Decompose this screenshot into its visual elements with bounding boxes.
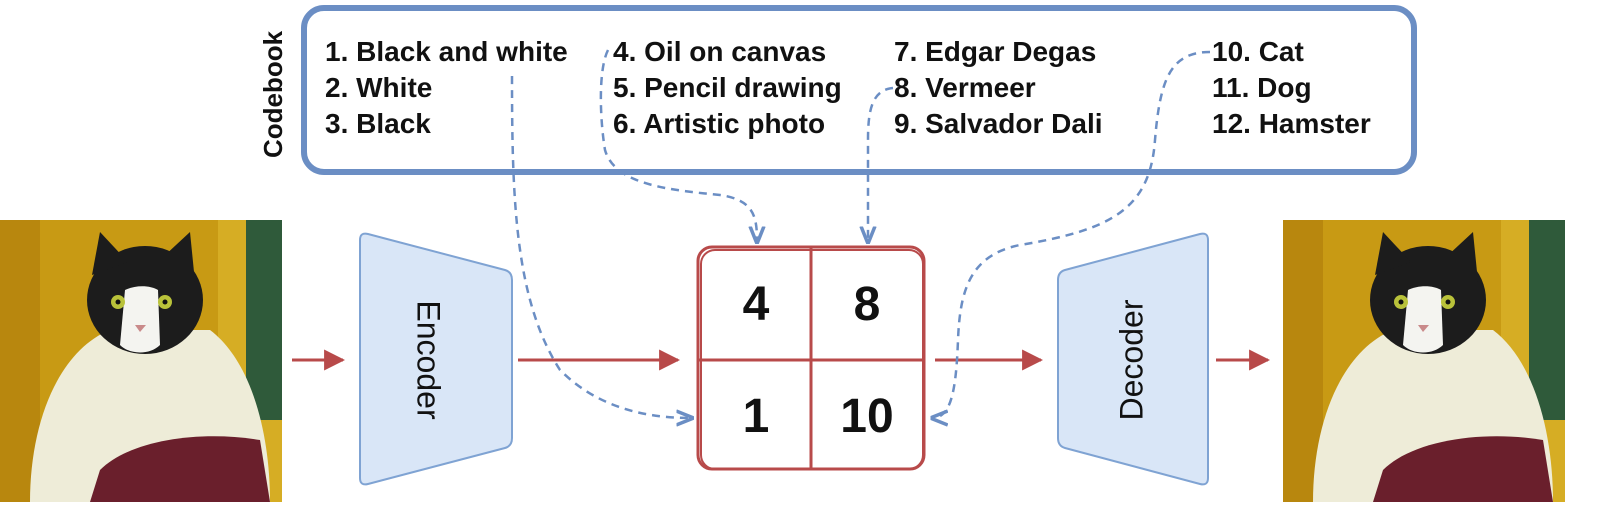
codebook-item-2: 2. White [325, 72, 433, 103]
codebook-title: Codebook [258, 30, 288, 158]
codebook-item-8: 8. Vermeer [894, 72, 1036, 103]
codebook-item-5: 5. Pencil drawing [613, 72, 842, 103]
codebook-item-7: 7. Edgar Degas [894, 36, 1097, 67]
dashed-arrow-item-4 [599, 49, 757, 242]
encoder-block [359, 232, 513, 486]
codebook-item-10: 10. Cat [1212, 36, 1304, 67]
grid-cell-bottom-left: 1 [742, 389, 770, 443]
codebook-item-4: 4. Oil on canvas [613, 36, 827, 67]
codebook-box [301, 5, 1417, 175]
codebook-item-1: 1. Black and white [325, 36, 568, 67]
decoder-label: Decoder [1113, 299, 1150, 421]
codebook-item-9: 9. Salvador Dali [894, 108, 1103, 139]
codebook-item-12: 12. Hamster [1212, 108, 1371, 139]
codebook-item-11: 11. Dog [1212, 72, 1312, 103]
grid-cell-bottom-right: 10 [840, 389, 894, 443]
dashed-arrow-item-1 [510, 75, 692, 418]
codebook-item-3: 3. Black [325, 108, 431, 139]
decoder-block [1057, 232, 1209, 486]
output-image [1283, 220, 1565, 502]
grid-cell-top-right: 8 [853, 277, 881, 331]
encoder-label: Encoder [410, 300, 447, 420]
dashed-arrow-item-8 [868, 86, 894, 242]
latent-grid [696, 245, 926, 471]
codebook-item-6: 6. Artistic photo [613, 108, 826, 139]
grid-cell-top-left: 4 [742, 277, 770, 331]
dashed-arrow-item-10 [932, 50, 1211, 418]
input-image [0, 220, 282, 502]
